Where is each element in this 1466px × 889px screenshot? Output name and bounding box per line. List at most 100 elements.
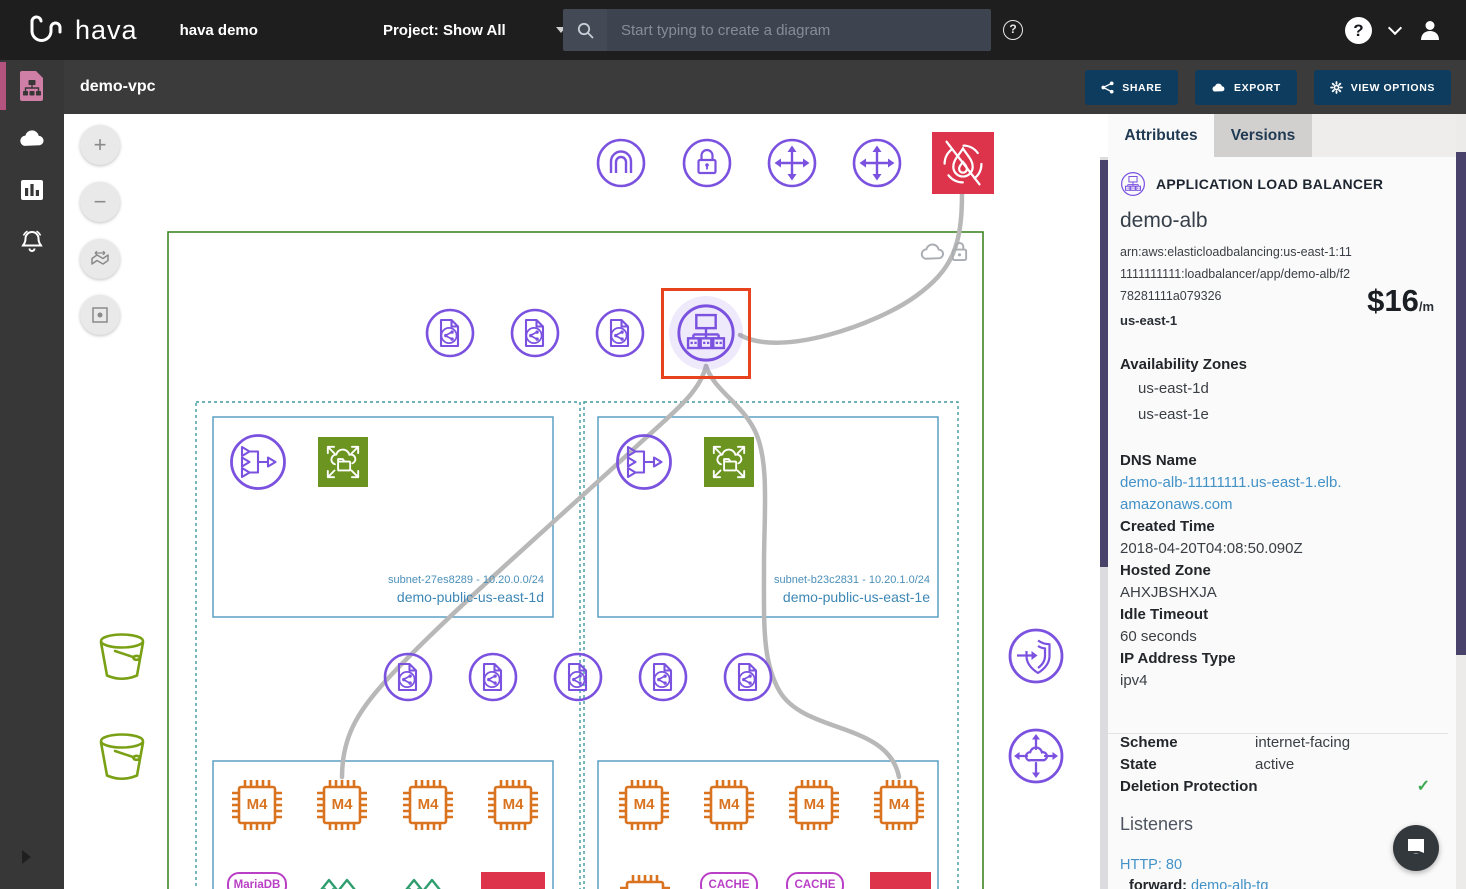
- vpc-boundary[interactable]: [167, 231, 984, 889]
- elb-listener-icon[interactable]: [616, 434, 672, 490]
- ec2-instance-icon[interactable]: [486, 778, 540, 832]
- check-icon: ✓: [1416, 778, 1430, 795]
- left-sidebar: [0, 60, 64, 889]
- subnet-id-cidr: subnet-b23c2831 - 10.20.1.0/24: [774, 574, 930, 586]
- subnet-box-private-1d[interactable]: [212, 760, 554, 889]
- share-button-label: SHARE: [1122, 81, 1162, 94]
- sidebar-item-reports[interactable]: [0, 164, 64, 216]
- zoom-in-button[interactable]: +: [80, 125, 120, 165]
- fit-view-button[interactable]: [80, 239, 120, 279]
- user-icon[interactable]: [1418, 18, 1442, 42]
- sidebar-item-alerts[interactable]: [0, 216, 64, 268]
- bell-icon: [21, 230, 43, 252]
- view-options-button[interactable]: VIEW OPTIONS: [1313, 70, 1451, 105]
- network-interface-icon[interactable]: [638, 652, 688, 702]
- subnet-box-public-1e[interactable]: [597, 416, 939, 618]
- listener-link[interactable]: HTTP: 80: [1120, 857, 1183, 873]
- route-table-icon[interactable]: [595, 308, 645, 358]
- scheme-label: Scheme: [1120, 734, 1178, 751]
- diagram-canvas[interactable]: + − subnet-27es8289 - 10.20.0.0/24 demo-…: [64, 114, 1100, 889]
- diagram-toolbar: demo-vpc SHARE EXPORT: [64, 60, 1466, 114]
- search-input[interactable]: [607, 9, 991, 51]
- subnet-box-private-1e[interactable]: [597, 760, 939, 889]
- router-icon[interactable]: [767, 138, 817, 188]
- attributes-panel: Attributes Versions APPLICATION LOAD BAL…: [1108, 114, 1456, 889]
- price-unit: /m: [1418, 299, 1434, 314]
- panel-scrollbar-right-thumb[interactable]: [1456, 152, 1466, 655]
- search-box[interactable]: [563, 9, 991, 51]
- tab-attributes[interactable]: Attributes: [1108, 114, 1214, 157]
- elasticache-node-icon[interactable]: [315, 878, 361, 889]
- zoom-out-button[interactable]: −: [80, 182, 120, 222]
- created-time-value: 2018-04-20T04:08:50.090Z: [1120, 540, 1303, 557]
- dns-name-link[interactable]: demo-alb-11111111.us-east-1.elb.amazonaw…: [1120, 474, 1342, 513]
- alert-resource-icon[interactable]: [481, 872, 545, 889]
- export-button[interactable]: EXPORT: [1195, 70, 1297, 105]
- ec2-instance-icon[interactable]: [617, 778, 671, 832]
- connection-lines: [339, 191, 965, 780]
- waf-icon[interactable]: [932, 132, 994, 194]
- edge-waf-to-alb: [737, 191, 965, 345]
- cache-icon[interactable]: CACHE: [700, 872, 758, 889]
- mariadb-icon[interactable]: MariaDB: [227, 872, 287, 889]
- subnet-label-public-1d[interactable]: subnet-27es8289 - 10.20.0.0/24 demo-publ…: [322, 573, 544, 607]
- auto-scaling-icon[interactable]: [704, 437, 754, 487]
- sidebar-expand-arrow[interactable]: [22, 850, 31, 864]
- ec2-instance-icon[interactable]: [787, 778, 841, 832]
- ec2-instance-icon[interactable]: [401, 778, 455, 832]
- hava-logo-icon: [30, 15, 62, 42]
- router-icon[interactable]: [852, 138, 902, 188]
- forward-target-link[interactable]: demo-alb-tg: [1191, 878, 1269, 889]
- resource-region: us-east-1: [1120, 313, 1178, 328]
- ec2-instance-icon[interactable]: [315, 778, 369, 832]
- shield-arrow-icon[interactable]: [1008, 628, 1064, 684]
- share-button[interactable]: SHARE: [1085, 70, 1178, 105]
- panel-scrollbar-left[interactable]: [1100, 157, 1108, 889]
- search-icon[interactable]: [563, 9, 607, 51]
- elasticache-node-icon[interactable]: [400, 878, 446, 889]
- support-chat-button[interactable]: [1393, 825, 1439, 871]
- route-table-icon[interactable]: [510, 308, 560, 358]
- ec2-instance-icon[interactable]: [872, 778, 926, 832]
- idle-timeout-label: Idle Timeout: [1120, 606, 1209, 623]
- elb-listener-icon[interactable]: [230, 434, 286, 490]
- az-boundary-us-east-1d[interactable]: [195, 401, 581, 889]
- az-boundary-us-east-1e[interactable]: [583, 401, 959, 889]
- security-lock-icon[interactable]: [682, 138, 732, 188]
- sidebar-item-diagrams[interactable]: [0, 60, 64, 112]
- s3-bucket-icon[interactable]: [99, 633, 145, 681]
- availability-zone: us-east-1d: [1138, 380, 1209, 397]
- sidebar-item-sources[interactable]: [0, 112, 64, 164]
- edge-alb-to-instance-left: [339, 363, 709, 780]
- subnet-label-public-1e[interactable]: subnet-b23c2831 - 10.20.1.0/24 demo-publ…: [708, 573, 930, 607]
- listeners-heading: Listeners: [1120, 814, 1194, 834]
- cache-icon[interactable]: CACHE: [786, 872, 844, 889]
- export-button-label: EXPORT: [1234, 81, 1281, 94]
- ec2-instance-icon[interactable]: [230, 778, 284, 832]
- route-table-icon[interactable]: [425, 308, 475, 358]
- view-options-button-label: VIEW OPTIONS: [1350, 81, 1435, 94]
- ec2-instance-icon[interactable]: [618, 873, 672, 889]
- logo-text: hava: [75, 14, 138, 45]
- resource-arn: arn:aws:elasticloadbalancing:us-east-1:1…: [1120, 245, 1352, 303]
- alert-resource-icon[interactable]: [870, 872, 931, 889]
- tab-versions[interactable]: Versions: [1214, 114, 1312, 157]
- hava-logo[interactable]: hava: [28, 13, 138, 47]
- auto-scaling-icon[interactable]: [318, 437, 368, 487]
- s3-bucket-icon[interactable]: [99, 733, 145, 781]
- network-interface-icon[interactable]: [468, 652, 518, 702]
- project-selector[interactable]: Project: Show All: [383, 22, 566, 39]
- cloud-arrows-icon[interactable]: [1008, 728, 1064, 784]
- internet-gateway-icon[interactable]: [596, 138, 646, 188]
- chat-icon: [1408, 839, 1424, 856]
- panel-scrollbar-right[interactable]: [1456, 114, 1466, 889]
- ec2-instance-icon[interactable]: [702, 778, 756, 832]
- network-interface-icon[interactable]: [553, 652, 603, 702]
- subnet-box-public-1d[interactable]: [212, 416, 554, 618]
- network-interface-icon[interactable]: [723, 652, 773, 702]
- help-icon[interactable]: ?: [1345, 16, 1372, 44]
- focus-button[interactable]: [80, 295, 120, 335]
- panel-scrollbar-left-thumb[interactable]: [1100, 160, 1108, 567]
- search-help-icon[interactable]: ?: [1003, 20, 1023, 40]
- account-chevron-icon[interactable]: [1387, 20, 1403, 36]
